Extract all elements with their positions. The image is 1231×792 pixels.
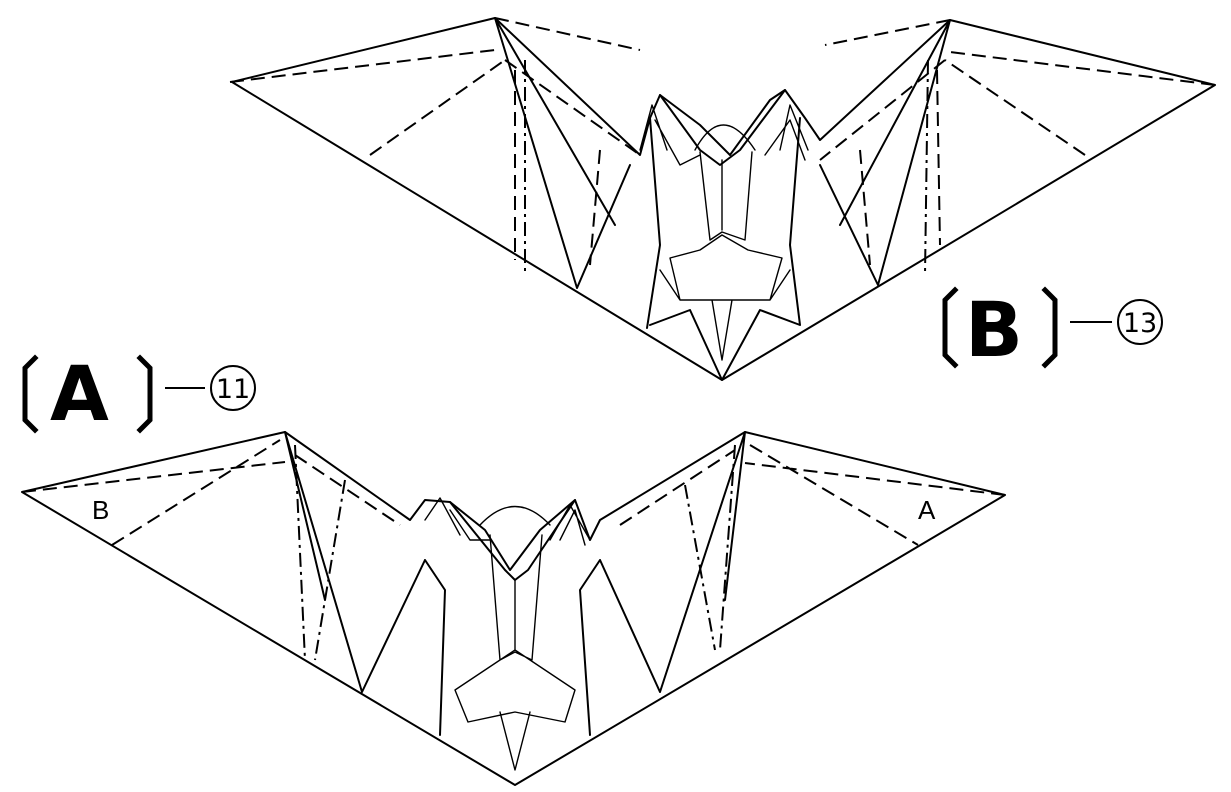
- bracket-right-b: [1045, 290, 1055, 365]
- label-b: B 13: [945, 285, 1162, 374]
- bracket-left-b: [945, 290, 955, 365]
- bat-a-head: [455, 507, 575, 771]
- bat-b-outline: [232, 18, 1215, 380]
- bat-view-a: B A A 11: [22, 349, 1005, 785]
- step-number-b: 13: [1123, 308, 1157, 339]
- bat-b-ears: [640, 105, 808, 165]
- bracket-left-a: [25, 358, 35, 430]
- label-a: A 11: [25, 349, 255, 438]
- bat-a-outline: [22, 432, 1005, 785]
- wing-mark-left: B: [92, 495, 109, 525]
- bat-view-b: B 13: [230, 18, 1215, 380]
- wing-mark-right: A: [918, 495, 936, 525]
- bat-a-ears: [425, 498, 590, 545]
- bat-a-valley-folds: [22, 440, 1005, 545]
- step-number-a: 11: [216, 374, 250, 405]
- label-a-letter: A: [50, 349, 109, 438]
- bracket-right-a: [140, 358, 150, 430]
- label-b-letter: B: [965, 285, 1023, 374]
